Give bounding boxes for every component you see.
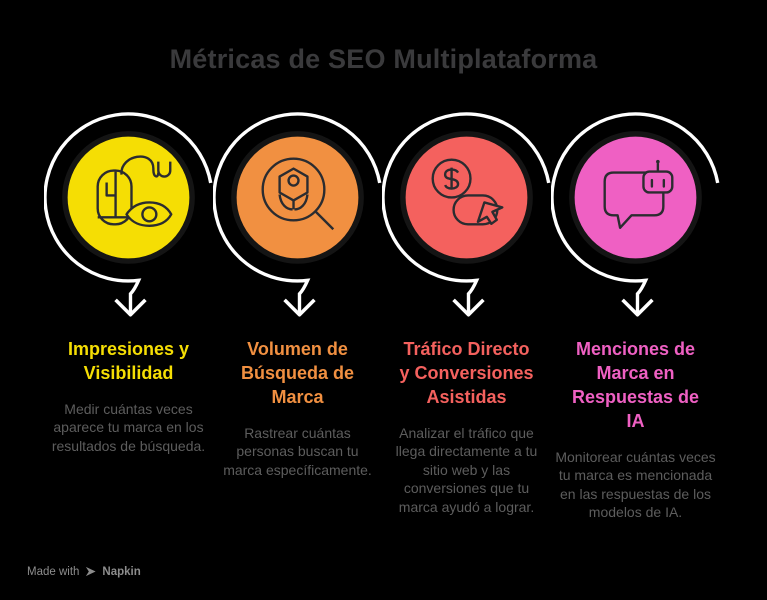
metric-circle [62, 131, 195, 264]
arrowhead-icon [452, 298, 485, 317]
metric-graphic [551, 112, 720, 317]
metric-graphic [213, 112, 382, 317]
metric-description: Rastrear cuántas personas buscan tu marc… [223, 424, 372, 478]
metric-circle [569, 131, 702, 264]
metric-heading: Tráfico Directo y Conversiones Asistidas [399, 338, 534, 407]
metric-heading: Impresiones y Visibilidad [67, 338, 190, 383]
metric-column: Impresiones y Visibilidad Medir cuántas … [44, 106, 213, 455]
swirl-arrow [44, 112, 213, 313]
metric-column: Volumen de Búsqueda de Marca Rastrear cu… [213, 106, 382, 479]
page-title: Métricas de SEO Multiplataforma [169, 44, 598, 74]
metric-description: Analizar el tráfico que llega directamen… [395, 424, 538, 515]
swirl-arrow [213, 112, 382, 313]
metric-graphic [382, 112, 551, 317]
metric-description: Medir cuántas veces aparece tu marca en … [51, 400, 206, 454]
metric-column: Tráfico Directo y Conversiones Asistidas… [382, 106, 551, 516]
watermark[interactable]: Made with Napkin [27, 565, 141, 578]
arrowhead-icon [114, 298, 147, 317]
metric-graphic [44, 112, 213, 317]
watermark-text: Made with [27, 565, 80, 578]
arrowhead-icon [621, 298, 654, 317]
metric-heading: Menciones de Marca en Respuestas de IA [571, 338, 700, 431]
metric-description: Monitorear cuántas veces tu marca es men… [555, 448, 716, 521]
swirl-arrow [551, 112, 720, 313]
metrics-row: Impresiones y Visibilidad Medir cuántas … [44, 106, 720, 522]
arrowhead-icon [283, 298, 316, 317]
swirl-arrow [382, 112, 551, 313]
napkin-pen-icon [86, 566, 97, 577]
watermark-brand: Napkin [102, 565, 141, 578]
metric-heading: Volumen de Búsqueda de Marca [240, 338, 355, 407]
metric-column: Menciones de Marca en Respuestas de IA M… [551, 106, 720, 522]
